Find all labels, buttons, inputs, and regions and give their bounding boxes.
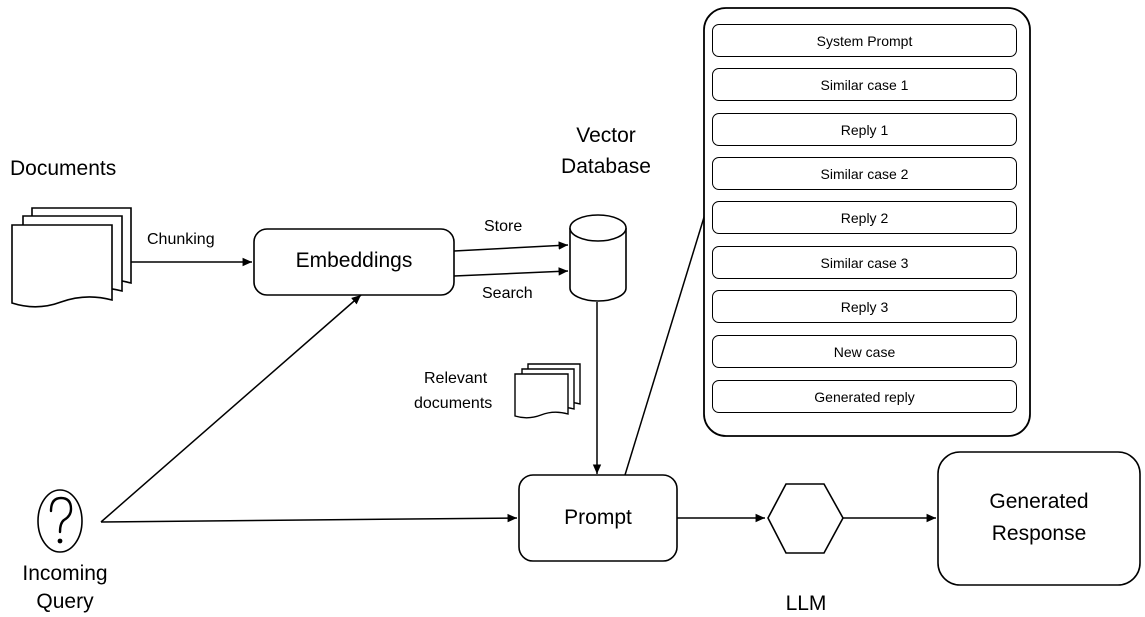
store-label: Store: [484, 218, 523, 235]
documents-label: Documents: [10, 157, 117, 180]
chunking-label: Chunking: [147, 231, 215, 248]
template-slot-generated-reply: Generated reply: [712, 380, 1017, 413]
template-slot-reply-3: Reply 3: [712, 290, 1017, 323]
relevant-documents-icon: [514, 363, 581, 419]
template-slot-reply-1: Reply 1: [712, 113, 1017, 146]
template-slot-new-case: New case: [712, 335, 1017, 368]
template-slot-similar-case-3: Similar case 3: [712, 246, 1017, 279]
embeddings-label: Embeddings: [295, 249, 413, 272]
generated-response-label-line1: Generated: [989, 490, 1089, 513]
generated-response-box: [937, 451, 1141, 586]
documents-icon: [11, 207, 132, 308]
search-label: Search: [482, 285, 533, 302]
vector-database-label-line1: Vector: [576, 124, 636, 147]
vector-database-icon: [569, 214, 627, 302]
llm-hexagon: [767, 483, 844, 554]
template-slot-similar-case-2: Similar case 2: [712, 157, 1017, 190]
relevant-documents-label-line1: Relevant: [424, 370, 488, 387]
store-arrow: [453, 241, 569, 252]
prompt-label: Prompt: [564, 506, 632, 529]
generated-response-label-line2: Response: [991, 522, 1087, 545]
query-label-line1: Incoming: [22, 562, 108, 585]
prompt-template-connector: [624, 213, 706, 476]
template-slot-reply-2: Reply 2: [712, 201, 1017, 234]
template-slot-similar-case-1: Similar case 1: [712, 68, 1017, 101]
query-to-prompt-arrow: [100, 513, 518, 523]
llm-label: LLM: [785, 592, 827, 615]
template-slot-system-prompt: System Prompt: [712, 24, 1017, 57]
query-label-line2: Query: [36, 590, 94, 613]
relevant-documents-label-line2: documents: [414, 395, 493, 412]
query-to-embeddings-arrow: [100, 294, 362, 523]
vector-database-label-line2: Database: [561, 155, 651, 178]
question-mark-icon: [37, 489, 83, 553]
search-arrow: [453, 267, 569, 277]
